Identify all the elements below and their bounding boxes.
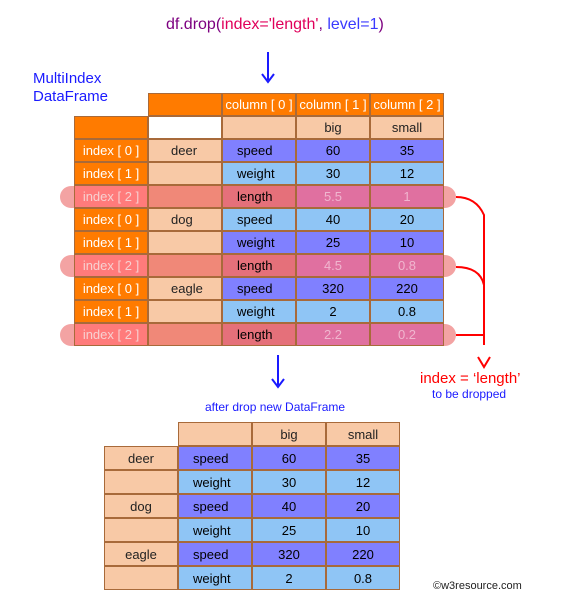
row-small-value: 12	[370, 162, 444, 185]
row-small-value: 0.8	[370, 254, 444, 277]
row-big-value: 5.5	[296, 185, 370, 208]
code-arg-level: level=1	[327, 16, 379, 33]
column-header-0: column [ 0 ]	[222, 93, 296, 116]
row-index-label: index [ 1 ]	[74, 231, 148, 254]
bottom-row-animal: dog	[104, 494, 178, 518]
row-level-label: speed	[222, 139, 296, 162]
bottom-header-small: small	[326, 422, 400, 446]
bottom-row-animal	[104, 470, 178, 494]
row-small-value: 10	[370, 231, 444, 254]
row-animal-label: dog	[148, 208, 222, 231]
level-header-cell	[222, 116, 296, 139]
multiindex-caption: MultiIndex DataFrame	[33, 70, 108, 106]
row-index-label: index [ 1 ]	[74, 162, 148, 185]
row-level-label: weight	[222, 162, 296, 185]
bottom-row-big: 320	[252, 542, 326, 566]
row-level-label: speed	[222, 208, 296, 231]
row-big-value: 320	[296, 277, 370, 300]
drop-note-line1: index = ‘length’	[420, 370, 521, 387]
row-small-value: 1	[370, 185, 444, 208]
row-level-label: weight	[222, 231, 296, 254]
drop-connector-lines	[455, 196, 491, 369]
caption-line-1: MultiIndex	[33, 70, 102, 87]
row-index-label: index [ 2 ]	[74, 323, 148, 346]
code-function: df.drop	[166, 16, 216, 33]
row-level-label: weight	[222, 300, 296, 323]
bottom-header-blank-1	[178, 422, 252, 446]
row-big-value: 25	[296, 231, 370, 254]
down-arrow-icon	[261, 52, 275, 84]
bottom-row-small: 220	[326, 542, 400, 566]
row-index-label: index [ 0 ]	[74, 139, 148, 162]
bottom-row-level: speed	[178, 494, 252, 518]
bottom-row-animal	[104, 518, 178, 542]
row-level-label: length	[222, 185, 296, 208]
bottom-row-small: 20	[326, 494, 400, 518]
bottom-row-big: 60	[252, 446, 326, 470]
row-index-label: index [ 2 ]	[74, 185, 148, 208]
row-animal-label: eagle	[148, 277, 222, 300]
bottom-row-level: weight	[178, 470, 252, 494]
row-big-value: 2	[296, 300, 370, 323]
row-big-value: 30	[296, 162, 370, 185]
bottom-row-level: weight	[178, 566, 252, 590]
row-animal-label	[148, 254, 222, 277]
bottom-caption: after drop new DataFrame	[205, 400, 346, 414]
corner-cell	[74, 116, 148, 139]
row-animal-label	[148, 162, 222, 185]
row-animal-label	[148, 231, 222, 254]
row-small-value: 220	[370, 277, 444, 300]
bottom-row-big: 40	[252, 494, 326, 518]
row-animal-label	[148, 323, 222, 346]
row-level-label: length	[222, 254, 296, 277]
drop-note-line2: to be dropped	[432, 387, 507, 401]
row-index-label: index [ 2 ]	[74, 254, 148, 277]
row-index-label: index [ 0 ]	[74, 277, 148, 300]
row-big-value: 40	[296, 208, 370, 231]
drop-note: index = ‘length’ to be dropped	[420, 370, 521, 401]
code-close-paren: )	[378, 16, 384, 33]
subheader-big: big	[296, 116, 370, 139]
row-small-value: 20	[370, 208, 444, 231]
bottom-row-animal: eagle	[104, 542, 178, 566]
row-index-label: index [ 0 ]	[74, 208, 148, 231]
bottom-row-animal: deer	[104, 446, 178, 470]
caption-line-2: DataFrame	[33, 88, 109, 105]
bottom-row-level: speed	[178, 542, 252, 566]
subheader-small: small	[370, 116, 444, 139]
bottom-row-small: 35	[326, 446, 400, 470]
row-level-label: speed	[222, 277, 296, 300]
bottom-row-small: 0.8	[326, 566, 400, 590]
row-small-value: 0.2	[370, 323, 444, 346]
blank-header-cell	[148, 116, 222, 139]
row-big-value: 60	[296, 139, 370, 162]
row-small-value: 35	[370, 139, 444, 162]
code-separator: ,	[318, 16, 328, 33]
row-level-label: length	[222, 323, 296, 346]
column-header-1: column [ 1 ]	[296, 93, 370, 116]
row-big-value: 2.2	[296, 323, 370, 346]
row-animal-label	[148, 185, 222, 208]
code-arg-index: index='length'	[221, 16, 319, 33]
code-line: df.drop(index='length', level=1)	[166, 16, 384, 34]
bottom-row-big: 25	[252, 518, 326, 542]
row-big-value: 4.5	[296, 254, 370, 277]
bottom-row-animal	[104, 566, 178, 590]
code-open-paren: (	[215, 16, 222, 33]
row-index-label: index [ 1 ]	[74, 300, 148, 323]
bottom-row-small: 10	[326, 518, 400, 542]
bottom-row-big: 2	[252, 566, 326, 590]
bottom-row-small: 12	[326, 470, 400, 494]
column-header-2: column [ 2 ]	[370, 93, 444, 116]
header-blank-cell	[148, 93, 222, 116]
down-arrow-icon	[271, 355, 285, 389]
row-animal-label	[148, 300, 222, 323]
copyright: ©w3resource.com	[433, 580, 522, 592]
row-animal-label: deer	[148, 139, 222, 162]
bottom-header-big: big	[252, 422, 326, 446]
bottom-row-big: 30	[252, 470, 326, 494]
row-small-value: 0.8	[370, 300, 444, 323]
bottom-row-level: weight	[178, 518, 252, 542]
bottom-row-level: speed	[178, 446, 252, 470]
